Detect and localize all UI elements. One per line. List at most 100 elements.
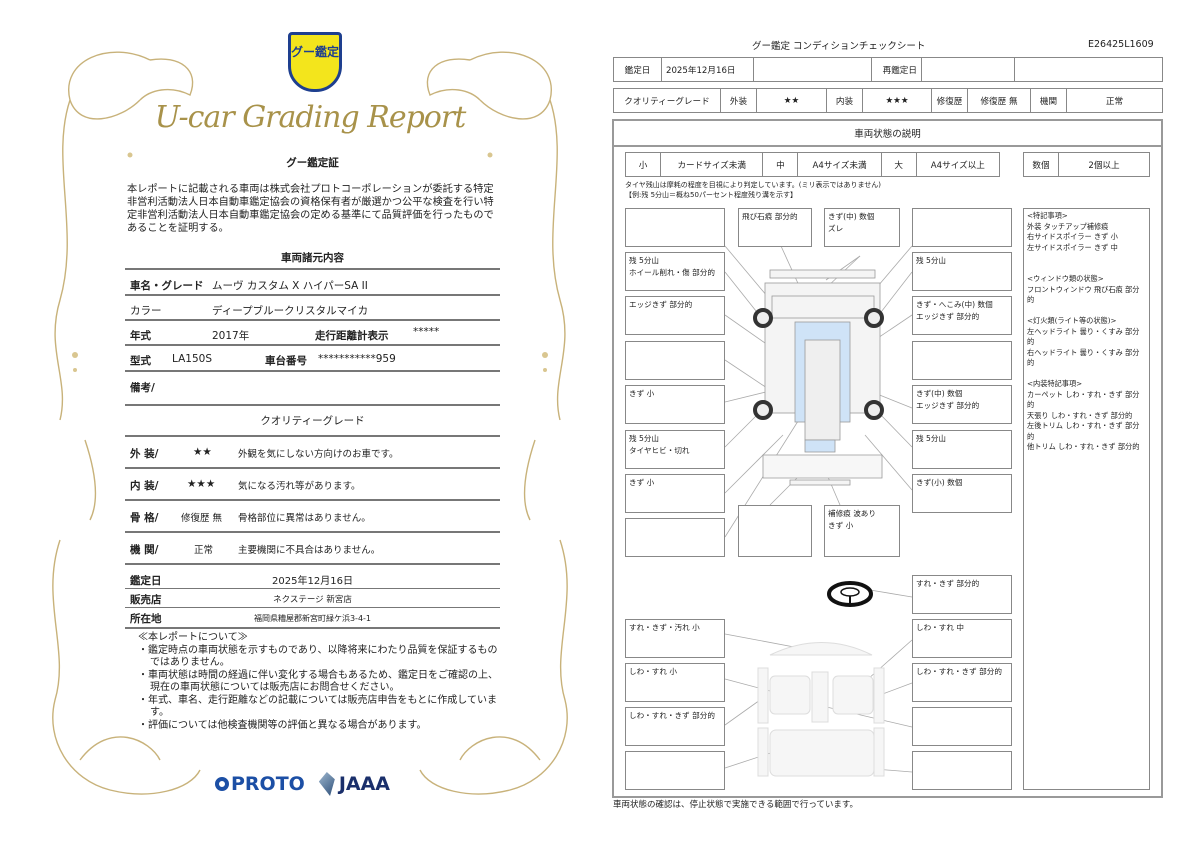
- spec-color: ディープブルークリスタルマイカ: [212, 305, 369, 317]
- engine-value: 正常: [1066, 88, 1163, 113]
- grade-exterior-label: 外 装/: [130, 448, 159, 460]
- steering-wheel-icon: [827, 581, 873, 607]
- spec-odo: *****: [413, 326, 440, 338]
- grade-frame-desc: 骨格部位に異常はありません。: [238, 513, 371, 524]
- dealer-label: 販売店: [130, 594, 162, 606]
- special-remarks: <特記事項> 外装 タッチアップ補修痕 右サイドスポイラー きず 小 左サイドス…: [1023, 208, 1150, 790]
- grade-frame-label: 骨 格/: [130, 512, 159, 524]
- legend-large: 大: [880, 152, 917, 177]
- notes-title: ≪本レポートについて≫: [138, 632, 248, 643]
- exterior-box-left-front-door: [625, 341, 725, 380]
- goo-kantei-logo: グー鑑定: [288, 32, 342, 92]
- report-notes: ≪本レポートについて≫ ・鑑定時点の車両状態を示すものであり、以降将来にわたり品…: [138, 632, 498, 732]
- exterior-grade: ★★: [756, 88, 827, 113]
- spec-name: ムーヴ カスタム X ハイパーSA II: [212, 280, 368, 292]
- note-item: ・車両状態は時間の経過に伴い変化する場合もあるため、鑑定日をご確認の上、現在の車…: [138, 669, 498, 694]
- exterior-box-right-front-door: [912, 341, 1012, 380]
- spec-model-label: 型式: [130, 355, 151, 367]
- interior-box-floor: [912, 751, 1012, 790]
- report-title: U-car Grading Report: [154, 100, 467, 135]
- ornamental-border: [52, 51, 568, 795]
- spec-chassis-label: 車台番号: [265, 355, 307, 367]
- divider: [612, 145, 1163, 147]
- sheet-title: グー鑑定 コンディションチェックシート: [752, 41, 926, 52]
- exterior-box-left-rear-door: きず 小: [625, 385, 725, 424]
- brand-logos: PROTO JAAA: [215, 772, 390, 796]
- spec-year-label: 年式: [130, 330, 151, 342]
- divider: [125, 499, 500, 501]
- interior-box-console: [912, 707, 1012, 746]
- sheet-footer: 車両状態の確認は、停止状態で実施できる範囲で行っています。: [613, 800, 859, 810]
- condition-section: [612, 119, 1163, 798]
- section-title: 車両状態の説明: [854, 129, 921, 140]
- interior-box-steering: すれ・きず 部分的: [912, 575, 1012, 614]
- spec-remarks-label: 備考/: [130, 382, 155, 394]
- interior-box-dashboard: すれ・きず・汚れ 小: [625, 619, 725, 658]
- grade-table: クオリティーグレード 外装 ★★ 内装 ★★★ 修復歴 修復歴 無 機関 正常: [613, 88, 1163, 113]
- certificate-heading: グー鑑定証: [286, 157, 339, 169]
- empty-cell: [753, 57, 872, 82]
- exterior-box-front-left: [625, 208, 725, 247]
- appraisal-date: 2025年12月16日: [272, 576, 353, 587]
- interior-box-right-front-seat: しわ・すれ 中: [912, 619, 1012, 658]
- spec-odo-label: 走行距離計表示: [315, 330, 389, 342]
- dealer-name: ネクステージ 新宮店: [273, 595, 352, 605]
- legend-large-desc: A4サイズ以上: [915, 152, 1001, 177]
- grade-interior-label: 内 装/: [130, 480, 159, 492]
- date-label: 鑑定日: [130, 575, 162, 587]
- grade-engine-label: 機 関/: [130, 544, 159, 556]
- empty-cell: [1014, 57, 1163, 82]
- exterior-box-left-quarter: きず 小: [625, 474, 725, 513]
- exterior-box-front-right-tire: 残 5分山: [912, 252, 1012, 291]
- divider: [125, 344, 500, 346]
- interior-box-right-trim: しわ・すれ・きず 部分的: [912, 663, 1012, 702]
- divider: [125, 268, 500, 270]
- reappraisal-label: 再鑑定日: [871, 57, 922, 82]
- grade-interior-desc: 気になる汚れ等があります。: [238, 481, 361, 492]
- exterior-box-rear-bumper: 補修痕 波あり きず 小: [824, 505, 900, 557]
- grade-exterior-desc: 外観を気にしない方向けのお車です。: [238, 449, 399, 460]
- proto-logo: PROTO: [215, 773, 305, 795]
- divider: [125, 531, 500, 533]
- repair-value: 修復歴 無: [967, 88, 1031, 113]
- interior-box-left-trim: しわ・すれ・きず 部分的: [625, 707, 725, 746]
- grade-frame-value: 修復歴 無: [181, 513, 223, 524]
- exterior-box-rear-glass: [738, 505, 812, 557]
- quality-heading: クオリティーグレード: [260, 415, 365, 427]
- tire-note: タイヤ残山は摩耗の程度を目視により判定しています。(ミリ表示ではありません) 【…: [625, 180, 881, 200]
- logo-lettering: グー鑑定: [291, 45, 340, 59]
- spec-heading: 車両諸元内容: [281, 252, 344, 264]
- divider: [125, 588, 500, 589]
- tire-note-line: 【例:残 5分山＝概ね50パーセント程度残り溝を示す】: [625, 191, 797, 199]
- exterior-box-front-right: [912, 208, 1012, 247]
- exterior-box-left-fender: エッジきず 部分的: [625, 296, 725, 335]
- interior-grade: ★★★: [862, 88, 932, 113]
- divider: [125, 319, 500, 321]
- appraisal-date: 2025年12月16日: [661, 57, 754, 82]
- spec-name-label: 車名・グレード: [130, 280, 204, 292]
- grade-interior-value: ★★★: [187, 478, 216, 490]
- exterior-box-right-fender: きず・へこみ(中) 数個 エッジきず 部分的: [912, 296, 1012, 335]
- legend-small: 小: [625, 152, 661, 177]
- note-item: ・年式、車名、走行距離などの記載については販売店申告をもとに作成しています。: [138, 694, 497, 719]
- exterior-box-front-bumper: きず(中) 数個 ズレ: [824, 208, 900, 247]
- grade-engine-desc: 主要機関に不具合はありません。: [238, 545, 381, 556]
- spec-chassis: ***********959: [318, 353, 396, 365]
- exterior-box-roof: [625, 518, 725, 557]
- certificate-intro: 本レポートに記載される車両は株式会社プロトコーポレーションが委託する特定非営利活…: [127, 184, 494, 234]
- spec-color-label: カラー: [130, 305, 162, 317]
- exterior-box-front-left-tire: 残 5分山 ホイール削れ・傷 部分的: [625, 252, 725, 291]
- divider: [125, 294, 500, 296]
- spec-year: 2017年: [212, 330, 250, 342]
- exterior-box-rear-left-tire: 残 5分山 タイヤヒビ・切れ: [625, 430, 725, 469]
- legend-medium: 中: [762, 152, 799, 177]
- exterior-box-right-quarter: きず(小) 数個: [912, 474, 1012, 513]
- grade-exterior-value: ★★: [193, 446, 212, 458]
- legend-medium-desc: A4サイズ未満: [797, 152, 882, 177]
- divider: [125, 563, 500, 565]
- divider: [125, 627, 500, 629]
- date-table: 鑑定日 2025年12月16日 再鑑定日: [613, 57, 1163, 82]
- spec-model: LA150S: [172, 353, 212, 365]
